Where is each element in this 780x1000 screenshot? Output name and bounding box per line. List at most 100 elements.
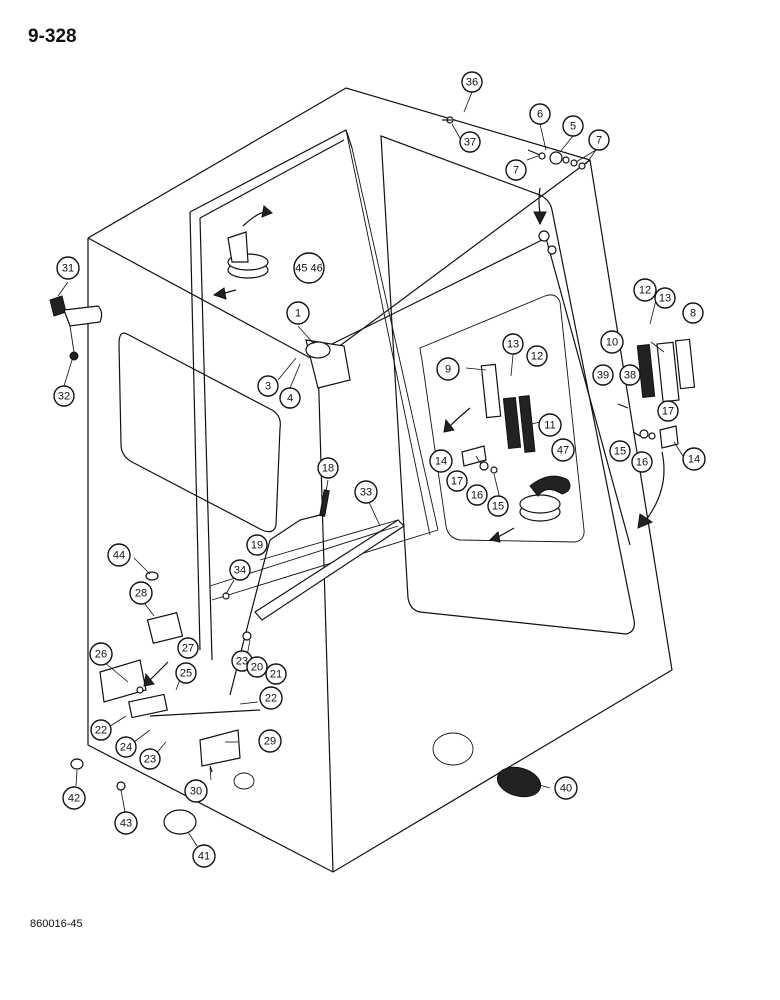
callout-c30: 30 bbox=[184, 779, 208, 803]
callout-balloon bbox=[554, 776, 578, 800]
leader-lines bbox=[57, 91, 684, 847]
callout-number: 42 bbox=[68, 793, 80, 805]
callout-balloon bbox=[257, 375, 279, 397]
callout-balloon bbox=[631, 451, 653, 473]
callout-number: 18 bbox=[322, 463, 334, 475]
callout-number: 15 bbox=[614, 446, 626, 458]
callout-c25: 25 bbox=[175, 662, 197, 684]
callout-c13a: 13 bbox=[654, 287, 676, 309]
callout-c29: 29 bbox=[258, 729, 282, 753]
callout-number: 12 bbox=[639, 285, 651, 297]
callout-c17b: 17 bbox=[446, 470, 468, 492]
callout-balloon bbox=[107, 543, 131, 567]
callout-c8: 8 bbox=[682, 302, 704, 324]
callout-number: 29 bbox=[264, 736, 276, 748]
callout-balloon bbox=[551, 438, 575, 462]
callout-c1: 1 bbox=[286, 301, 310, 325]
callout-c19: 19 bbox=[246, 534, 268, 556]
callout-c21: 21 bbox=[265, 663, 287, 685]
callout-balloon bbox=[286, 301, 310, 325]
callout-balloon bbox=[633, 278, 657, 302]
callout-number: 1 bbox=[295, 308, 301, 320]
callout-balloon bbox=[129, 581, 153, 605]
callout-number: 10 bbox=[606, 337, 618, 349]
callout-c15a: 15 bbox=[609, 440, 631, 462]
callout-c10: 10 bbox=[600, 330, 624, 354]
callout-balloon bbox=[62, 786, 86, 810]
callout-number: 32 bbox=[58, 391, 70, 403]
callout-balloon bbox=[461, 71, 483, 93]
callout-number: 20 bbox=[251, 662, 263, 674]
callout-number: 7 bbox=[596, 135, 602, 147]
callout-c23b: 23 bbox=[139, 748, 161, 770]
callout-number: 27 bbox=[182, 643, 194, 655]
callout-number: 17 bbox=[451, 476, 463, 488]
callout-balloon bbox=[466, 484, 488, 506]
callout-balloon bbox=[657, 400, 679, 422]
callout-number: 22 bbox=[95, 725, 107, 737]
callout-c3: 3 bbox=[257, 375, 279, 397]
callout-number: 13 bbox=[507, 339, 519, 351]
callout-balloon bbox=[429, 449, 453, 473]
callout-number: 45 46 bbox=[295, 263, 323, 275]
callout-number: 16 bbox=[636, 457, 648, 469]
drawing-code: 860016-45 bbox=[30, 918, 83, 930]
callout-number: 23 bbox=[144, 754, 156, 766]
callout-number: 17 bbox=[662, 406, 674, 418]
callout-c5: 5 bbox=[562, 115, 584, 137]
callout-c22b: 22 bbox=[90, 719, 112, 741]
callout-c33: 33 bbox=[354, 480, 378, 504]
callout-number: 31 bbox=[62, 263, 74, 275]
callout-balloon bbox=[654, 287, 676, 309]
callout-c15b: 15 bbox=[487, 495, 509, 517]
callout-c14a: 14 bbox=[429, 449, 453, 473]
callout-balloon bbox=[505, 159, 527, 181]
callout-c6: 6 bbox=[529, 103, 551, 125]
callout-number: 39 bbox=[597, 370, 609, 382]
callout-balloon bbox=[53, 385, 75, 407]
callout-number: 3 bbox=[265, 381, 271, 393]
callout-number: 28 bbox=[135, 588, 147, 600]
callout-balloon bbox=[588, 129, 610, 151]
callout-number: 25 bbox=[180, 668, 192, 680]
callout-c31: 31 bbox=[56, 256, 80, 280]
callout-c43: 43 bbox=[114, 811, 138, 835]
callout-c44: 44 bbox=[107, 543, 131, 567]
callout-number: 23 bbox=[236, 656, 248, 668]
callout-number: 12 bbox=[531, 351, 543, 363]
callout-c39: 39 bbox=[592, 364, 614, 386]
callout-c14b: 14 bbox=[682, 447, 706, 471]
cab-frame bbox=[87, 87, 673, 873]
callout-c16b: 16 bbox=[466, 484, 488, 506]
callout-number: 37 bbox=[464, 137, 476, 149]
callout-number: 14 bbox=[435, 456, 447, 468]
callout-balloon bbox=[354, 480, 378, 504]
callout-balloon bbox=[592, 364, 614, 386]
callout-number: 38 bbox=[624, 370, 636, 382]
callout-c13b: 13 bbox=[502, 333, 524, 355]
callout-balloon bbox=[562, 115, 584, 137]
callout-number: 7 bbox=[513, 165, 519, 177]
callout-number: 6 bbox=[537, 109, 543, 121]
callout-balloon bbox=[246, 534, 268, 556]
callout-number: 9 bbox=[445, 364, 451, 376]
callout-number: 11 bbox=[544, 420, 555, 432]
callout-c22a: 22 bbox=[259, 686, 283, 710]
callout-balloon bbox=[317, 457, 339, 479]
callout-number: 43 bbox=[120, 818, 132, 830]
callout-balloon bbox=[682, 302, 704, 324]
callout-balloon bbox=[279, 387, 301, 409]
callout-number: 16 bbox=[471, 490, 483, 502]
callout-balloon bbox=[184, 779, 208, 803]
callout-balloon bbox=[436, 357, 460, 381]
callout-balloon bbox=[265, 663, 287, 685]
callout-balloon bbox=[446, 470, 468, 492]
callout-balloon bbox=[90, 719, 112, 741]
callout-c9: 9 bbox=[436, 357, 460, 381]
callout-c38: 38 bbox=[619, 364, 641, 386]
callout-c45: 45 46 bbox=[293, 252, 325, 284]
callout-balloon bbox=[293, 252, 325, 284]
callout-c41: 41 bbox=[192, 844, 216, 868]
callout-c32: 32 bbox=[53, 385, 75, 407]
